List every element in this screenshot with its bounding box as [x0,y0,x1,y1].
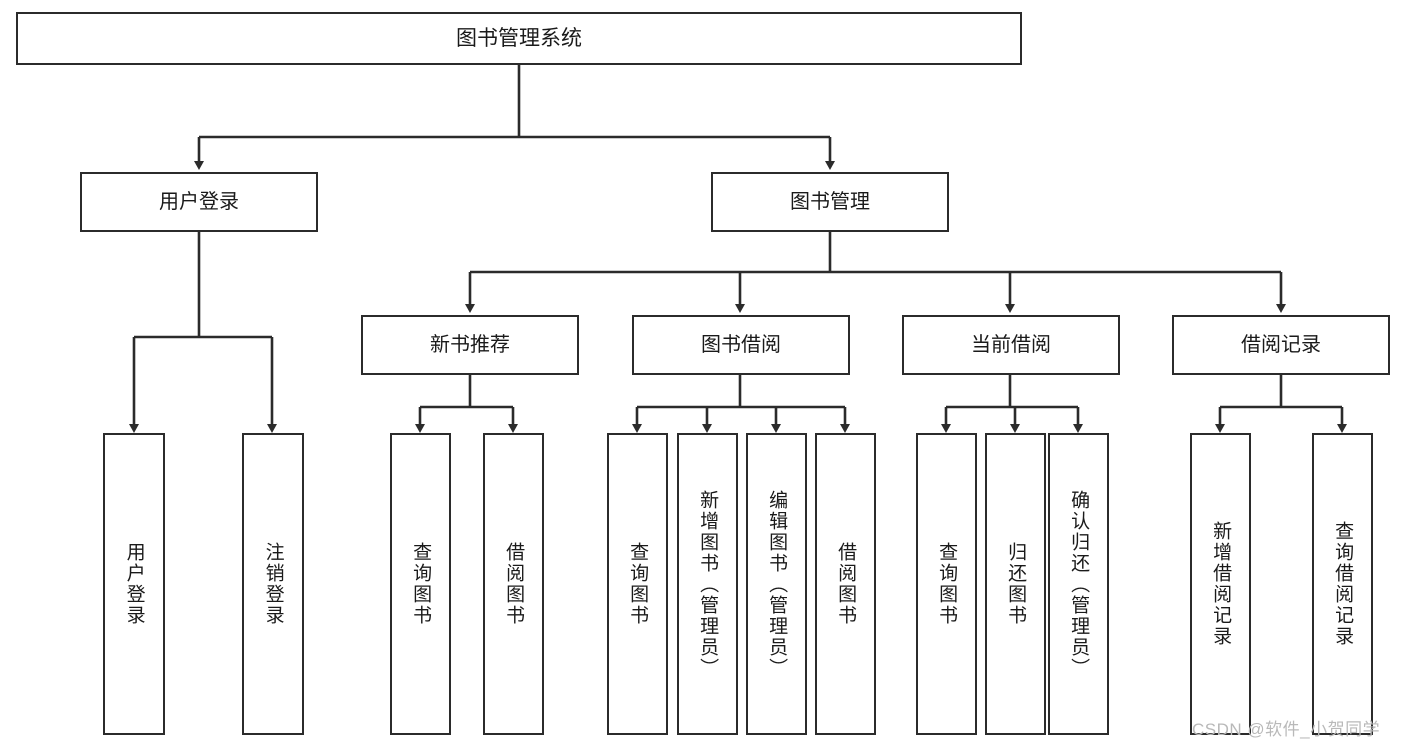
node-label: 借阅图书 [503,542,525,626]
node-label: 查询图书 [936,542,958,626]
leaf-cb-confirm-return-admin[interactable]: 确认归还（管理员） [1048,433,1109,735]
leaf-nb-query-book[interactable]: 查询图书 [390,433,451,735]
node-label: 注销登录 [262,542,284,626]
leaf-bw-query-book[interactable]: 查询图书 [607,433,668,735]
leaf-cb-return-book[interactable]: 归还图书 [985,433,1046,735]
node-label: 编辑图书（管理员） [766,489,788,679]
node-label: 查询图书 [410,542,432,626]
node-label: 查询图书 [627,542,649,626]
leaf-br-add-record[interactable]: 新增借阅记录 [1190,433,1251,735]
node-label: 查询借阅记录 [1332,521,1354,647]
node-book-borrow[interactable]: 图书借阅 [632,315,850,375]
node-label: 归还图书 [1005,542,1027,626]
leaf-cb-query-book[interactable]: 查询图书 [916,433,977,735]
leaf-logout[interactable]: 注销登录 [242,433,304,735]
node-label: 图书借阅 [701,333,781,356]
leaf-user-login[interactable]: 用户登录 [103,433,165,735]
leaf-bw-borrow-book[interactable]: 借阅图书 [815,433,876,735]
node-label: 用户登录 [123,542,145,626]
leaf-br-query-record[interactable]: 查询借阅记录 [1312,433,1373,735]
node-label: 图书管理 [790,190,870,213]
node-label: 确认归还（管理员） [1068,489,1090,679]
node-new-book-recommend[interactable]: 新书推荐 [361,315,579,375]
leaf-bw-add-book-admin[interactable]: 新增图书（管理员） [677,433,738,735]
leaf-bw-edit-book-admin[interactable]: 编辑图书（管理员） [746,433,807,735]
node-root-system[interactable]: 图书管理系统 [16,12,1022,65]
node-label: 当前借阅 [971,333,1051,356]
watermark-text: CSDN @软件_小贺同学 [1192,720,1381,739]
node-label: 用户登录 [159,190,239,213]
node-label: 借阅记录 [1241,333,1321,356]
node-label: 图书管理系统 [456,26,582,50]
node-label: 新增借阅记录 [1210,521,1232,647]
node-book-management[interactable]: 图书管理 [711,172,949,232]
node-user-login[interactable]: 用户登录 [80,172,318,232]
leaf-nb-borrow-book[interactable]: 借阅图书 [483,433,544,735]
node-borrow-record[interactable]: 借阅记录 [1172,315,1390,375]
node-label: 借阅图书 [835,542,857,626]
node-label: 新书推荐 [430,333,510,356]
node-current-borrow[interactable]: 当前借阅 [902,315,1120,375]
node-label: 新增图书（管理员） [697,489,719,679]
